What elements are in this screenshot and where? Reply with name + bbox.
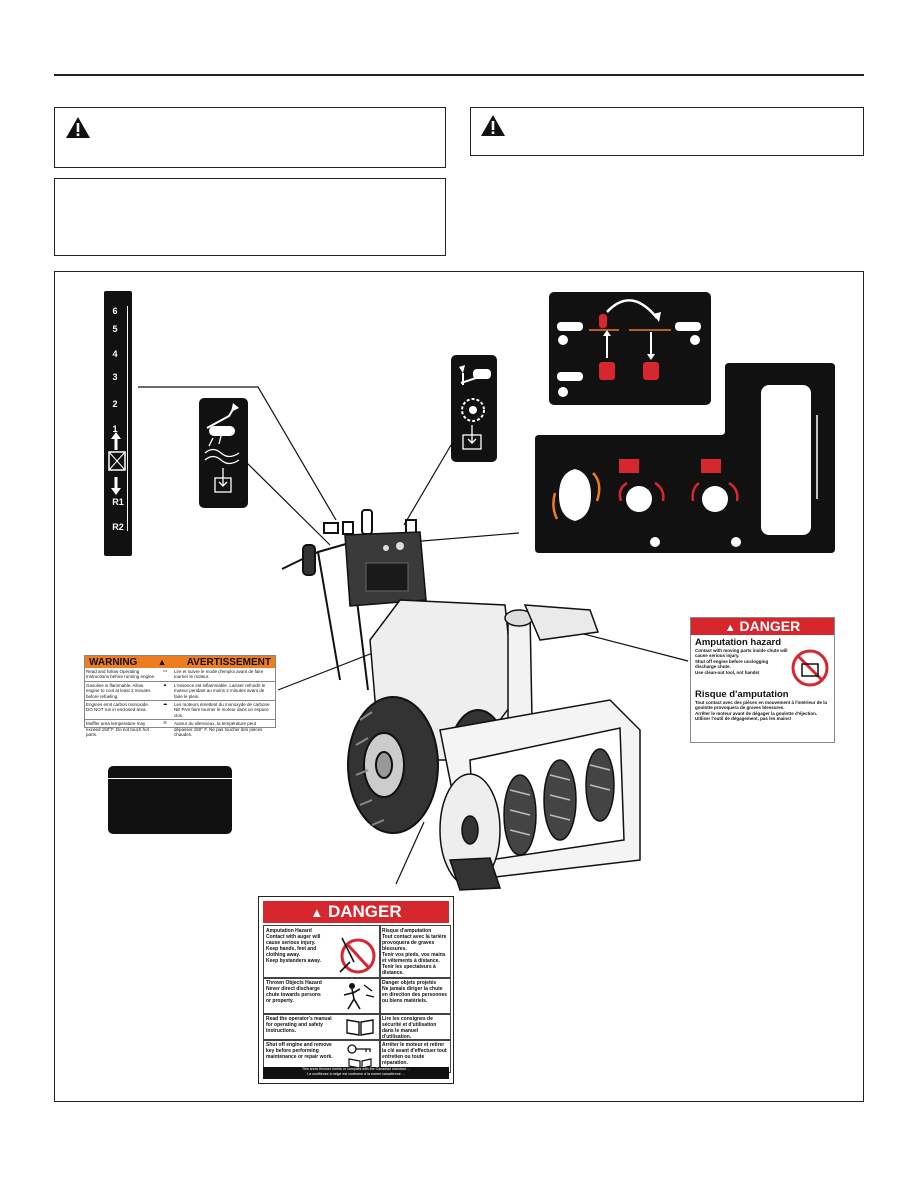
cell-bullet: Lire les consignes de sécurité et d'util… [382,1016,437,1040]
snow-thrower-icon [108,451,126,471]
speed-label: 4 [112,349,118,359]
control-panel-decal [533,363,835,553]
warning-triangle-icon [481,115,505,136]
header-rule [54,74,864,76]
danger-label-chute: ▲ DANGER Amputation hazard Contact with … [690,617,835,743]
fumes-icon: ☁ [157,701,173,721]
danger-cell: Danger objets projetés Ne jamais diriger… [379,977,451,1015]
danger-cell: Amputation Hazard Contact with auger wil… [263,925,381,979]
danger-body-en: Contact with moving parts inside chute w… [695,648,788,659]
cell-bullet: Never direct discharge chute towards per… [266,986,321,1004]
speed-label: R1 [112,497,124,507]
warning-row-fr: L'essence est inflammable. Laisser refro… [173,682,275,702]
danger-label-auger: ▲ DANGER Amputation Hazard Contact with … [258,896,454,1084]
warning-label: WARNING ▲ AVERTISSEMENT Read and follow … [84,655,276,737]
manual-icon: ▭ [157,668,173,682]
tick-rail [127,306,133,531]
warning-row-en: Engines emit carbon monoxide. DO NOT run… [85,701,157,721]
decal-figure-frame [54,271,864,1102]
cell-title: Amputation Hazard [266,928,312,934]
drive-control-decal [451,355,497,462]
warning-header-en: WARNING [89,656,138,668]
drive-engage-icon [459,365,491,450]
danger-footer-fr: La souffleuse à neige est conforme à la … [307,1072,405,1076]
control-panel-shape [535,363,835,553]
danger-bullet-en: Use clean-out tool, not hands! [695,669,760,675]
warning-row-fr: Autour du silencieux, la température peu… [174,721,263,738]
warning-box-right [470,107,864,156]
danger-header: DANGER [739,618,801,634]
remove-key-icon [347,1044,372,1069]
warning-row-fr: Lire et suivre le mode d'emploi avant de… [173,668,275,682]
speed-label: R2 [112,522,124,532]
no-hands-icon [791,649,829,687]
speed-label: 1 [112,424,118,434]
start-sequence-decal [549,292,711,405]
warning-header-fr: AVERTISSEMENT [186,656,271,668]
cell-bullet: Contact with auger will cause serious in… [266,934,321,946]
cell-bullet: Shut off engine and remove key before pe… [266,1042,333,1060]
speed-label: 6 [112,306,118,316]
manual-book-icon [346,1019,374,1036]
cell-bullet: Tenir vos pieds, vos mains et vêtements … [382,952,446,964]
danger-triangle-icon: ▲ [724,622,736,634]
warning-row-fr: Les moteurs émettent du monoxyde de carb… [173,701,275,721]
hot-surface-icon: ≋ [163,720,167,726]
warning-box-left [54,107,446,168]
cell-bullet: Tenir les spectateurs à distance. [382,964,436,976]
blank-label [108,766,232,834]
speed-label: 2 [112,399,118,409]
fire-icon: ▲ [157,682,173,702]
reverse-arrow-icon [111,477,121,495]
warning-triangle-icon: ▲ [157,657,167,667]
cell-title: Thrown Objects Hazard [266,980,322,986]
warning-row-en: Gasoline is flammable. Allow engine to c… [85,682,157,702]
cell-title: Danger objets projetés [382,980,437,986]
cell-bullet: Keep bystanders away. [266,958,321,964]
danger-bullet-fr: Utiliser l'outil de dégagement, pas les … [695,716,792,722]
danger-cell: Lire les consignes de sécurité et d'util… [379,1013,451,1041]
forward-arrow-icon [111,432,121,450]
speed-control-decal: 6 5 4 3 2 1 R1 R2 [104,291,132,556]
cell-title: Risque d'amputation [382,928,432,934]
speed-label: 5 [112,324,118,334]
auger-control-decal [199,398,248,508]
sequence-diagram-icon [557,299,701,397]
danger-footer-en: This snow thrower meets or complies with… [301,1067,411,1071]
auger-engage-icon [204,403,240,493]
danger-bullet-fr: Arrêter le moteur avant de dégager la go… [695,710,818,716]
danger-cell: Read the operator's manual for operating… [263,1013,381,1041]
cell-bullet: Ne jamais diriger la chute en direction … [382,986,448,1004]
cell-bullet: Tout contact avec la tarière provoquera … [382,934,447,952]
danger-cell: Thrown Objects Hazard Never direct disch… [263,977,381,1015]
danger-header: DANGER [327,902,402,921]
danger-title-en: Amputation hazard [695,637,782,648]
warning-triangle-icon [66,117,90,138]
notice-box-left [54,178,446,256]
warning-row-en: Read and follow Operating Instructions b… [85,668,157,682]
no-feet-icon [339,937,376,974]
thrown-objects-icon [343,983,375,1010]
danger-bullet-en: Shut off engine before unclogging discha… [695,658,769,670]
warning-row-en: Muffler area temperature may exceed 150°… [86,721,149,738]
danger-triangle-icon: ▲ [310,905,324,920]
cell-bullet: Read the operator's manual for operating… [266,1016,332,1034]
danger-cell: Risque d'amputation Tout contact avec la… [379,925,451,979]
cell-bullet: Keep hands, feet and clothing away. [266,946,317,958]
danger-title-fr: Risque d'amputation [695,689,789,700]
cell-bullet: Arrêter le moteur et retirer la clé avan… [382,1042,447,1066]
danger-body-fr: Tout contact avec des pièces en mouvemen… [695,700,828,711]
speed-label: 3 [112,372,118,382]
